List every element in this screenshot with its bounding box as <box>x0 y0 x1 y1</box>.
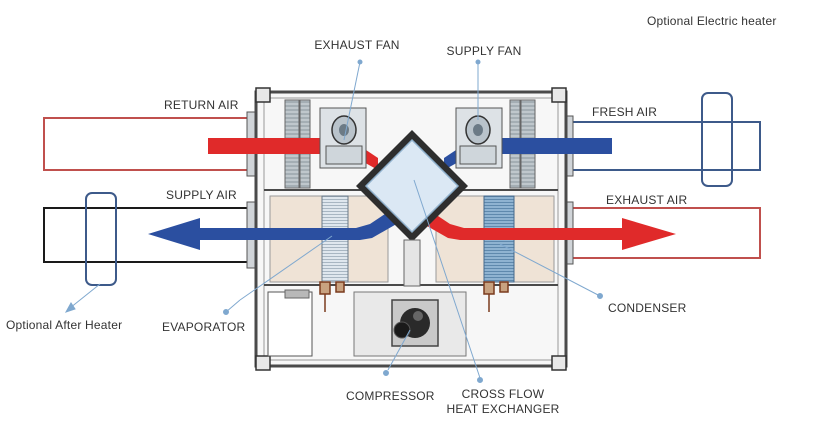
compressor <box>391 299 439 347</box>
airflow-exhaust <box>420 212 676 250</box>
label-return-air: RETURN AIR <box>164 98 239 112</box>
label-cross-flow-line1: CROSS FLOW <box>461 387 545 401</box>
exhaust-fan <box>319 107 367 169</box>
leader-lines <box>64 59 603 383</box>
label-optional-electric-heater: Optional Electric heater <box>647 14 777 28</box>
label-cross-flow-heat-exchanger: CROSS FLOW HEAT EXCHANGER <box>446 387 559 417</box>
label-exhaust-air: EXHAUST AIR <box>606 193 688 207</box>
label-optional-after-heater: Optional After Heater <box>6 318 123 332</box>
optional-after-heater <box>85 192 117 286</box>
airflow-supply <box>148 212 400 250</box>
label-compressor: COMPRESSOR <box>346 389 435 403</box>
label-supply-air: SUPPLY AIR <box>166 188 237 202</box>
cross-flow-heat-exchanger <box>356 130 468 287</box>
label-fresh-air: FRESH AIR <box>592 105 658 119</box>
label-evaporator: EVAPORATOR <box>162 320 246 334</box>
label-cross-flow-line2: HEAT EXCHANGER <box>446 402 560 416</box>
label-condenser: CONDENSER <box>608 301 687 315</box>
supply-fan <box>455 107 503 169</box>
refrigerant-piping <box>319 281 509 312</box>
label-exhaust-fan: EXHAUST FAN <box>314 38 400 52</box>
optional-electric-heater <box>701 92 733 187</box>
label-supply-fan: SUPPLY FAN <box>446 44 522 58</box>
